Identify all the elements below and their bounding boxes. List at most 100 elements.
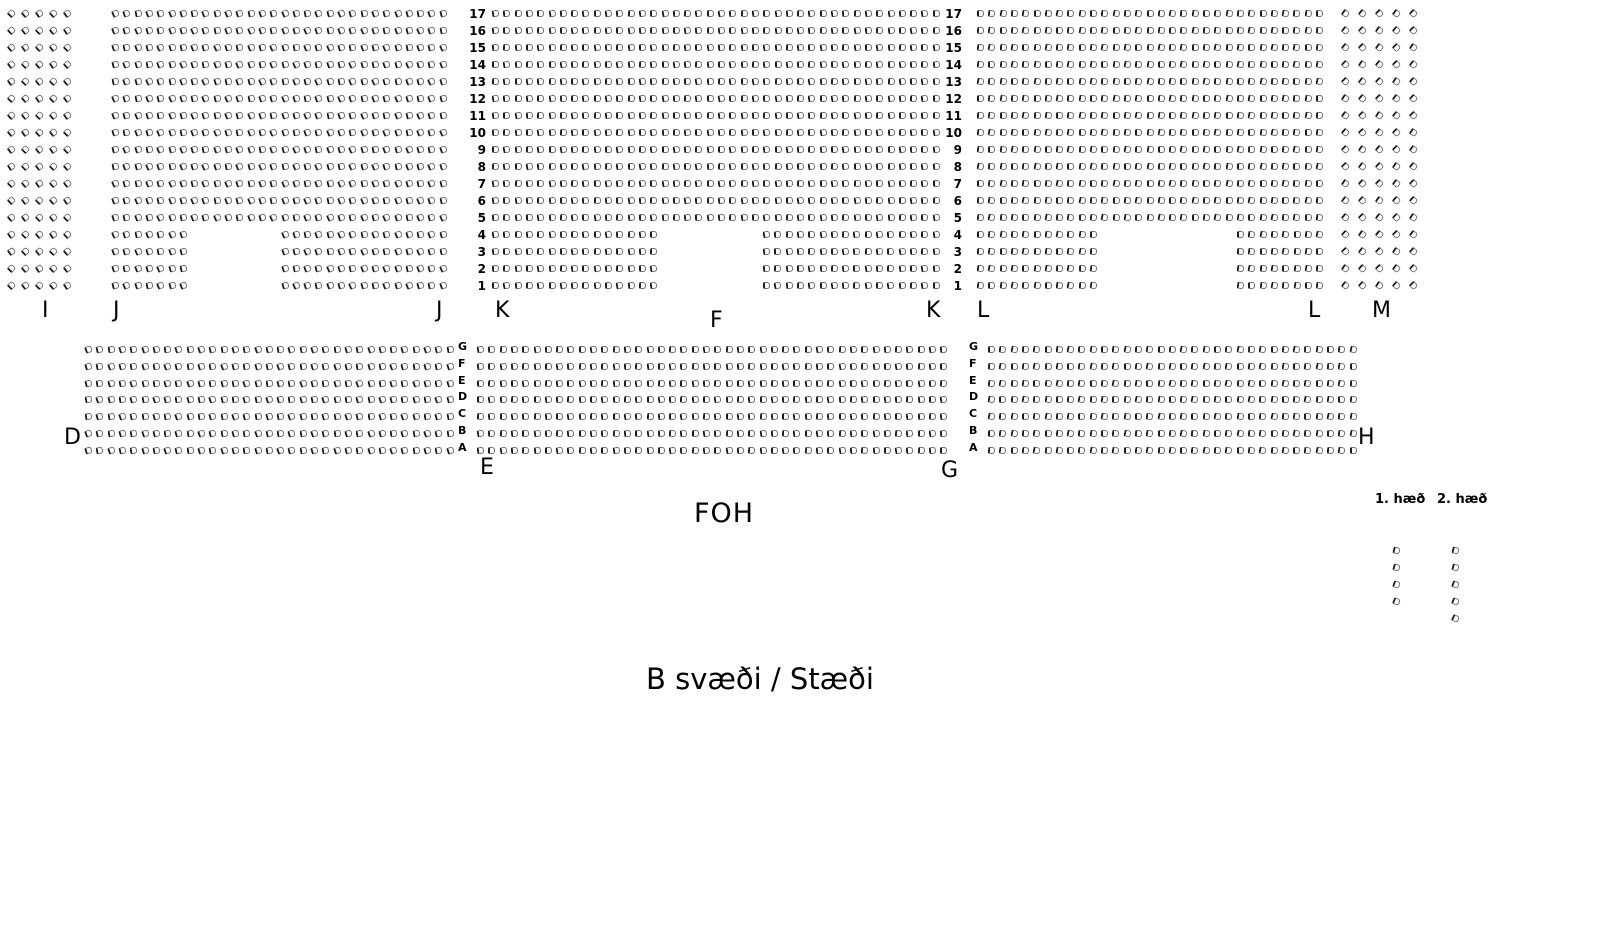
seat[interactable] — [638, 77, 647, 86]
seat[interactable] — [1123, 111, 1132, 120]
seat[interactable] — [578, 396, 587, 404]
seat[interactable] — [909, 43, 918, 52]
seat[interactable] — [156, 196, 165, 205]
seat[interactable] — [503, 264, 511, 273]
seat[interactable] — [1247, 162, 1256, 171]
seat[interactable] — [1374, 42, 1385, 53]
seat[interactable] — [1066, 213, 1075, 222]
seat[interactable] — [1022, 281, 1030, 290]
seat[interactable] — [748, 446, 756, 454]
seat[interactable] — [1010, 94, 1019, 103]
seat[interactable] — [582, 145, 590, 154]
seat[interactable] — [999, 27, 1007, 34]
seat[interactable] — [559, 281, 568, 290]
seat[interactable] — [48, 246, 59, 257]
seat[interactable] — [650, 196, 658, 205]
seat[interactable] — [1270, 179, 1279, 188]
seat[interactable] — [336, 229, 347, 240]
seat[interactable] — [1247, 395, 1256, 405]
seat[interactable] — [781, 446, 790, 455]
seat[interactable] — [1202, 446, 1211, 455]
seat[interactable] — [20, 76, 31, 87]
seat[interactable] — [646, 446, 654, 455]
seat[interactable] — [491, 179, 500, 188]
seat[interactable] — [427, 145, 437, 154]
seat[interactable] — [1123, 145, 1132, 154]
seat[interactable] — [1067, 247, 1075, 256]
seat[interactable] — [1225, 128, 1233, 137]
seat[interactable] — [567, 379, 575, 387]
seat[interactable] — [224, 128, 233, 137]
seat[interactable] — [1010, 213, 1019, 222]
seat[interactable] — [167, 281, 177, 290]
seat[interactable] — [917, 346, 925, 353]
seat[interactable] — [1236, 145, 1245, 154]
seat[interactable] — [257, 111, 267, 120]
seat[interactable] — [849, 379, 857, 387]
seat[interactable] — [95, 446, 104, 455]
seat[interactable] — [1123, 128, 1132, 137]
seat[interactable] — [1281, 145, 1290, 154]
seat[interactable] — [156, 42, 166, 53]
seat[interactable] — [807, 264, 816, 273]
seat[interactable] — [231, 378, 240, 388]
seat[interactable] — [264, 412, 274, 422]
seat[interactable] — [645, 429, 655, 438]
seat[interactable] — [695, 60, 703, 69]
seat[interactable] — [427, 8, 437, 19]
seat[interactable] — [853, 111, 862, 120]
seat[interactable] — [815, 429, 824, 438]
seat[interactable] — [393, 178, 403, 189]
seat[interactable] — [151, 412, 161, 422]
seat[interactable] — [1391, 246, 1402, 257]
seat[interactable] — [122, 230, 132, 239]
seat[interactable] — [48, 178, 59, 189]
seat[interactable] — [1179, 345, 1188, 354]
seat[interactable] — [291, 179, 301, 188]
seat[interactable] — [578, 346, 586, 353]
seat[interactable] — [1224, 378, 1233, 388]
seat[interactable] — [525, 77, 534, 86]
seat[interactable] — [487, 395, 496, 404]
seat[interactable] — [503, 43, 511, 52]
seat[interactable] — [167, 229, 177, 240]
seat[interactable] — [514, 77, 522, 86]
seat[interactable] — [1055, 281, 1064, 290]
seat[interactable] — [853, 247, 861, 256]
seat[interactable] — [1179, 429, 1188, 438]
seat[interactable] — [1247, 362, 1256, 371]
seat[interactable] — [1100, 446, 1109, 454]
seat[interactable] — [1408, 59, 1419, 70]
seat[interactable] — [661, 60, 669, 69]
seat[interactable] — [657, 395, 666, 404]
seat[interactable] — [1089, 379, 1097, 387]
seat[interactable] — [714, 379, 722, 387]
seat[interactable] — [1213, 128, 1222, 137]
seat[interactable] — [898, 196, 906, 205]
seat[interactable] — [382, 111, 391, 120]
seat[interactable] — [269, 144, 279, 155]
seat[interactable] — [1391, 263, 1402, 274]
seat[interactable] — [325, 77, 335, 86]
seat[interactable] — [1145, 446, 1154, 455]
seat[interactable] — [807, 281, 816, 290]
seat[interactable] — [604, 128, 613, 137]
seat[interactable] — [714, 446, 722, 454]
seat[interactable] — [348, 280, 358, 291]
seat[interactable] — [1180, 446, 1188, 454]
seat[interactable] — [6, 59, 17, 70]
seat[interactable] — [1315, 128, 1324, 137]
seat[interactable] — [650, 247, 658, 256]
seat[interactable] — [581, 162, 590, 171]
seat[interactable] — [1021, 230, 1030, 239]
seat[interactable] — [740, 94, 748, 103]
seat[interactable] — [796, 213, 805, 222]
seat[interactable] — [145, 60, 154, 69]
seat[interactable] — [344, 345, 353, 354]
seat[interactable] — [1056, 248, 1064, 255]
seat[interactable] — [1044, 94, 1053, 103]
seat[interactable] — [377, 395, 387, 405]
seat[interactable] — [1247, 196, 1256, 205]
seat[interactable] — [476, 446, 485, 455]
seat[interactable] — [559, 94, 568, 103]
